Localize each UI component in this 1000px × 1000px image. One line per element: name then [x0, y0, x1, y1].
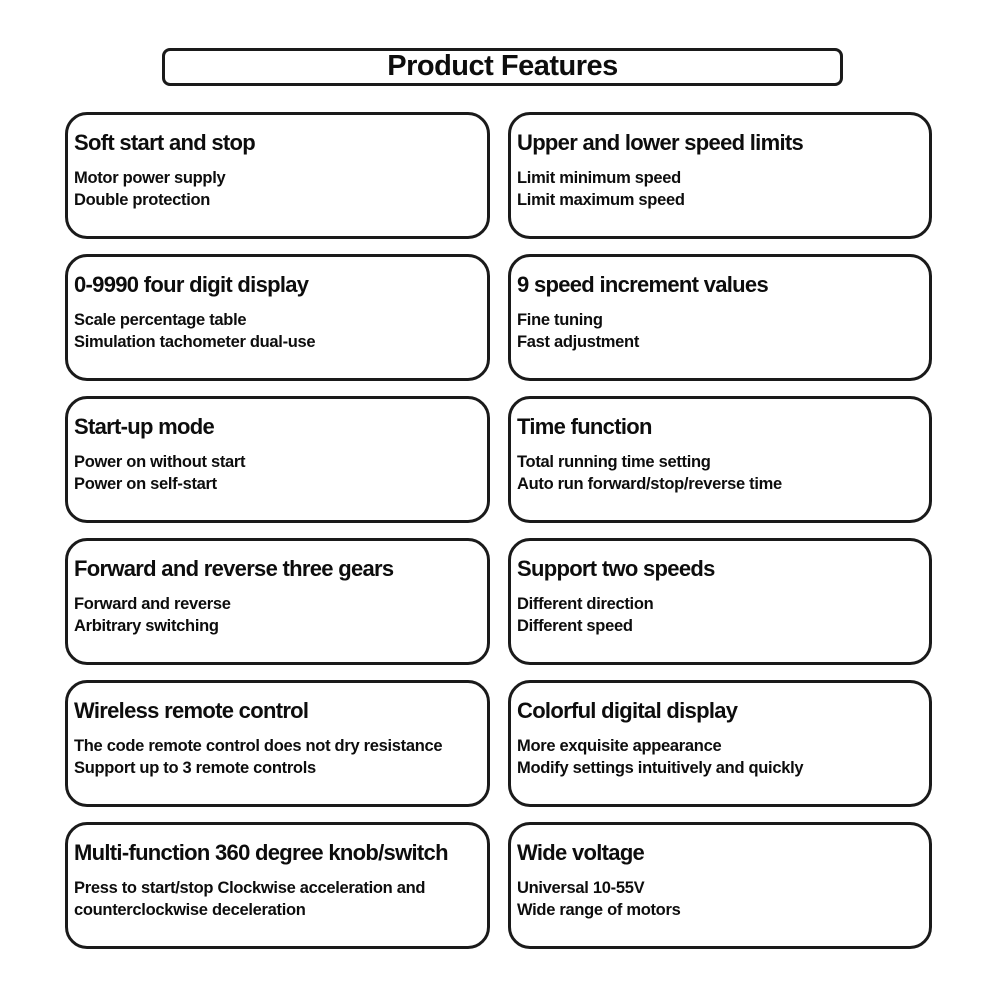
feature-line: Double protection: [74, 191, 211, 209]
feature-body: Different direction Different speed: [517, 593, 921, 637]
feature-card-speed-increments: 9 speed increment values Fine tuning Fas…: [508, 254, 932, 381]
feature-line: Motor power supply: [74, 169, 226, 187]
feature-line: Arbitrary switching: [74, 617, 219, 635]
feature-card-soft-start: Soft start and stop Motor power supply D…: [65, 112, 490, 239]
feature-title: Colorful digital display: [517, 698, 738, 723]
feature-line: Limit maximum speed: [517, 191, 685, 209]
feature-body: Motor power supply Double protection: [74, 167, 479, 211]
feature-title: Forward and reverse three gears: [74, 556, 394, 581]
feature-title: Soft start and stop: [74, 130, 256, 155]
feature-title: Support two speeds: [517, 556, 715, 581]
feature-line: counterclockwise deceleration: [74, 901, 306, 919]
feature-body: Total running time setting Auto run forw…: [517, 451, 921, 495]
feature-title: Multi-function 360 degree knob/switch: [74, 840, 449, 865]
feature-line: Simulation tachometer dual-use: [74, 333, 316, 351]
feature-line: Modify settings intuitively and quickly: [517, 759, 804, 777]
feature-title: Start-up mode: [74, 414, 215, 439]
feature-line: Different speed: [517, 617, 633, 635]
feature-title: Wide voltage: [517, 840, 645, 865]
feature-body: Limit minimum speed Limit maximum speed: [517, 167, 921, 211]
feature-card-two-speeds: Support two speeds Different direction D…: [508, 538, 932, 665]
feature-card-wide-voltage: Wide voltage Universal 10-55V Wide range…: [508, 822, 932, 949]
feature-card-speed-limits: Upper and lower speed limits Limit minim…: [508, 112, 932, 239]
feature-card-multifunction-knob: Multi-function 360 degree knob/switch Pr…: [65, 822, 490, 949]
feature-line: Wide range of motors: [517, 901, 681, 919]
feature-title: Upper and lower speed limits: [517, 130, 804, 155]
feature-title: 0-9990 four digit display: [74, 272, 309, 297]
feature-line: Power on without start: [74, 453, 246, 471]
feature-line: Auto run forward/stop/reverse time: [517, 475, 782, 493]
feature-body: Forward and reverse Arbitrary switching: [74, 593, 479, 637]
feature-card-wireless-remote: Wireless remote control The code remote …: [65, 680, 490, 807]
feature-line: More exquisite appearance: [517, 737, 722, 755]
feature-line: Support up to 3 remote controls: [74, 759, 316, 777]
page-title: Product Features: [387, 49, 618, 82]
feature-body: Universal 10-55V Wide range of motors: [517, 877, 921, 921]
feature-body: The code remote control does not dry res…: [74, 735, 479, 779]
feature-title: Time function: [517, 414, 652, 439]
feature-line: Total running time setting: [517, 453, 711, 471]
feature-body: Scale percentage table Simulation tachom…: [74, 309, 479, 353]
feature-title: Wireless remote control: [74, 698, 309, 723]
feature-line: Scale percentage table: [74, 311, 247, 329]
feature-body: Fine tuning Fast adjustment: [517, 309, 921, 353]
feature-grid: Soft start and stop Motor power supply D…: [65, 112, 932, 949]
feature-body: Press to start/stop Clockwise accelerati…: [74, 877, 479, 921]
feature-line: Press to start/stop Clockwise accelerati…: [74, 879, 426, 897]
feature-card-colorful-display: Colorful digital display More exquisite …: [508, 680, 932, 807]
feature-body: Power on without start Power on self-sta…: [74, 451, 479, 495]
feature-line: Limit minimum speed: [517, 169, 681, 187]
feature-line: Fast adjustment: [517, 333, 640, 351]
feature-card-time-function: Time function Total running time setting…: [508, 396, 932, 523]
feature-line: The code remote control does not dry res…: [74, 737, 443, 755]
feature-title: 9 speed increment values: [517, 272, 769, 297]
feature-line: Universal 10-55V: [517, 879, 645, 897]
feature-line: Power on self-start: [74, 475, 217, 493]
feature-line: Forward and reverse: [74, 595, 231, 613]
feature-card-digit-display: 0-9990 four digit display Scale percenta…: [65, 254, 490, 381]
page-title-banner: Product Features: [162, 48, 843, 86]
feature-line: Different direction: [517, 595, 654, 613]
feature-line: Fine tuning: [517, 311, 603, 329]
feature-card-startup-mode: Start-up mode Power on without start Pow…: [65, 396, 490, 523]
feature-card-forward-reverse: Forward and reverse three gears Forward …: [65, 538, 490, 665]
feature-body: More exquisite appearance Modify setting…: [517, 735, 921, 779]
